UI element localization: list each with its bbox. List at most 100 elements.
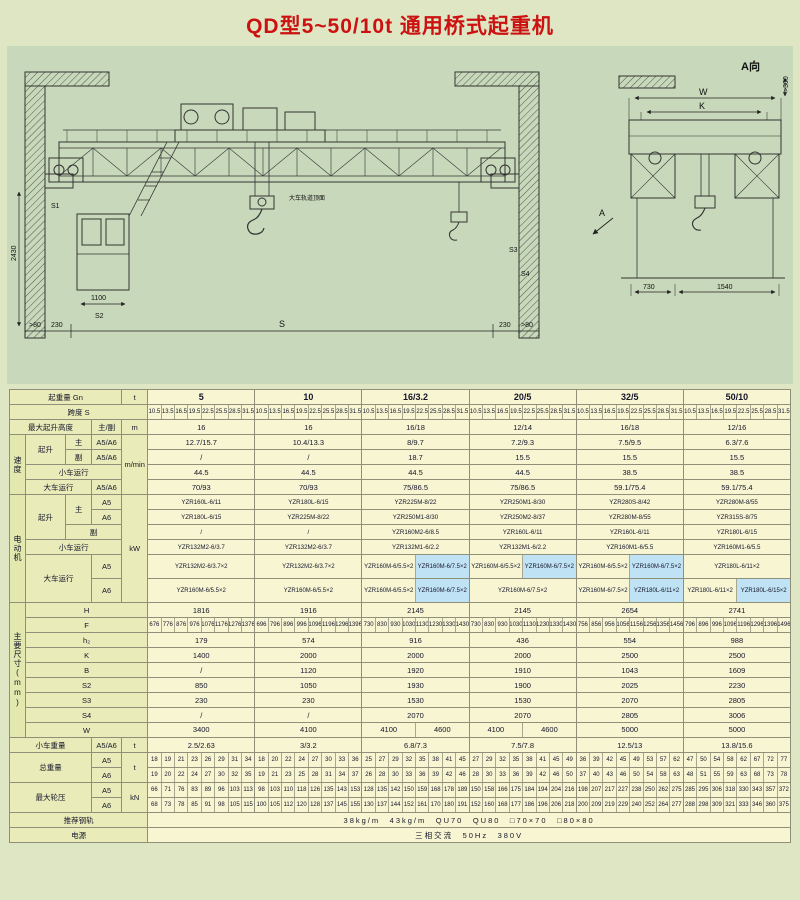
value-cell: YZR225M-8/22: [254, 509, 363, 525]
cell-value: 135: [321, 783, 334, 797]
cell-value: 1130: [415, 618, 428, 632]
value-cell: YZR180L-6/11×2: [682, 554, 792, 579]
value-cell: 2000: [361, 647, 470, 663]
cell-value: 10.5: [148, 409, 161, 415]
dim-s3: S3: [509, 247, 518, 254]
cell-value: 48: [686, 772, 694, 778]
cell-value: 103: [267, 783, 281, 797]
cell-value: 152: [470, 802, 481, 808]
row-label: 主: [65, 434, 93, 450]
cell-value: 330: [736, 783, 749, 797]
value-cell: 7.5/9.5: [575, 434, 684, 450]
cell-value: 105: [267, 798, 281, 812]
dim-230-right: 230: [499, 322, 511, 329]
cell-value: 13.5: [160, 405, 174, 419]
dim-730: 730: [643, 284, 655, 291]
cell-value: 35: [240, 768, 254, 782]
class-cell: A6: [91, 509, 123, 525]
value-cell: 1043: [575, 662, 684, 678]
cell-value: 30: [481, 768, 495, 782]
cell-value: 333: [736, 798, 749, 812]
wheel-icon: [648, 151, 662, 165]
row-label: 跨度 S: [8, 404, 149, 420]
cell-value: 137: [321, 798, 334, 812]
class-cell: 主/副: [91, 419, 123, 435]
hook-block-section: [694, 195, 716, 209]
class-cell: A5: [91, 554, 123, 579]
cell-value: YZR160M-6/7.5×2: [415, 555, 469, 578]
cell-value: 24: [187, 768, 200, 782]
cell-value: 1030: [508, 618, 522, 632]
view-a-label: A向: [741, 59, 760, 73]
cell-value: 186: [522, 798, 535, 812]
cell-value: 288: [685, 802, 696, 808]
cell-value: 1076: [200, 618, 214, 632]
cell-value: 22: [173, 768, 187, 782]
row-label: 最大轮压: [8, 782, 93, 813]
roof-hatch-left: [24, 71, 110, 87]
girder-truss: [58, 147, 502, 177]
cell-value: 27: [374, 753, 388, 767]
roof-hatch-endview: [618, 75, 676, 89]
cell-value: 30: [321, 753, 334, 767]
cell-value: 240: [629, 798, 642, 812]
cell-value: 1096: [307, 618, 321, 632]
cell-value: 209: [589, 798, 602, 812]
rail-top-note: 大车轨道顶面: [289, 194, 325, 202]
cell-value: 22.5: [200, 405, 214, 419]
value-cell: YZR280S-8/42: [575, 494, 684, 510]
cell-value: 33: [334, 753, 348, 767]
cell-value: 360: [763, 798, 776, 812]
cell-value: 22.5: [736, 405, 749, 419]
cell-value: 1176: [214, 618, 228, 632]
cell-value: 28: [307, 768, 321, 782]
cell-value: 21: [173, 753, 187, 767]
cell-value: 50: [629, 768, 642, 782]
cell-value: 16.5: [495, 405, 508, 419]
cell-value: 1496: [776, 618, 789, 632]
value-cell: 10.4/13.3: [254, 434, 363, 450]
cell-value: 25.5: [535, 405, 549, 419]
cell-value: 144: [388, 798, 401, 812]
cell-value: 19: [151, 772, 158, 778]
main-hook: [246, 142, 275, 235]
cell-value: 1276: [227, 618, 241, 632]
cell-value: 756: [577, 622, 588, 628]
cell-value: 1030: [401, 618, 415, 632]
dim-row-S4: S4 / / 2070 2070 2805 3006: [10, 707, 792, 723]
cell-value: YZR180L-6/11×2: [714, 563, 760, 570]
cell-value: 63: [736, 768, 749, 782]
cell-value: 1230: [535, 618, 549, 632]
cell-value: YZR160M-6/5.5×2: [364, 587, 414, 594]
cell-value: 68: [749, 768, 763, 782]
row-label: K: [25, 647, 149, 663]
cell-value: 218: [562, 798, 575, 812]
cell-value: 150: [401, 783, 415, 797]
cell-value: 343: [749, 783, 763, 797]
cell-value: 110: [281, 783, 294, 797]
value-cell: 15.5: [682, 449, 792, 465]
class-cell: A5/A6: [91, 479, 123, 495]
cell-value: 277: [669, 798, 682, 812]
girder-section-left: [630, 153, 676, 199]
girder-posts: [92, 148, 468, 176]
